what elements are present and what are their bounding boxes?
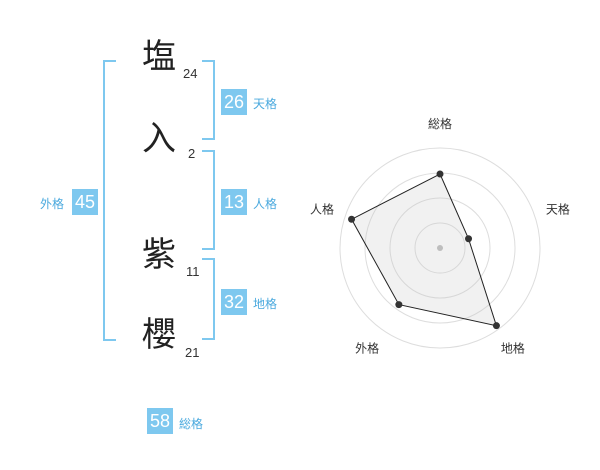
radar-axis-label-3: 地格 — [501, 340, 525, 355]
radar-point-1 — [436, 170, 444, 178]
radar-center — [437, 245, 443, 251]
gaikaku-label: 外格 — [40, 197, 65, 211]
soukaku-value: 58 — [147, 408, 173, 434]
radar-axis-label-2: 天格 — [546, 202, 570, 217]
radar-ring-1 — [414, 222, 466, 274]
soukaku-label: 総格 — [179, 417, 204, 431]
radar-point-2 — [465, 235, 473, 243]
name-char-1: 塩 — [142, 37, 176, 77]
radar-axis-label-4: 外格 — [355, 340, 379, 355]
tenkaku-bracket — [202, 60, 215, 140]
name-char-4: 櫻 — [142, 315, 176, 355]
stroke-count-1: 24 — [183, 66, 198, 81]
stroke-count-3: 11 — [186, 264, 200, 279]
name-char-2: 入 — [142, 119, 176, 159]
jinkaku-label: 人格 — [253, 197, 278, 211]
stroke-count-4: 21 — [185, 345, 200, 360]
radar-ring-2 — [389, 197, 491, 299]
radar-area — [350, 173, 498, 327]
name-char-3: 紫 — [142, 235, 176, 275]
radar-ring-4 — [339, 147, 541, 349]
radar-point-4 — [395, 301, 403, 309]
radar-point-5 — [348, 215, 356, 223]
tenkaku-label: 天格 — [253, 97, 278, 111]
gaikaku-bracket — [103, 60, 116, 341]
radar-axis-label-5: 人格 — [310, 202, 334, 217]
chikaku-bracket — [202, 258, 215, 340]
gaikaku-value: 45 — [72, 189, 98, 215]
radar-axis-label-1: 総格 — [428, 116, 452, 131]
jinkaku-value: 13 — [221, 189, 247, 215]
tenkaku-value: 26 — [221, 89, 247, 115]
chikaku-label: 地格 — [253, 297, 278, 311]
stroke-count-2: 2 — [188, 146, 196, 161]
radar-point-3 — [492, 322, 500, 330]
chikaku-value: 32 — [221, 289, 247, 315]
jinkaku-bracket — [202, 150, 215, 250]
